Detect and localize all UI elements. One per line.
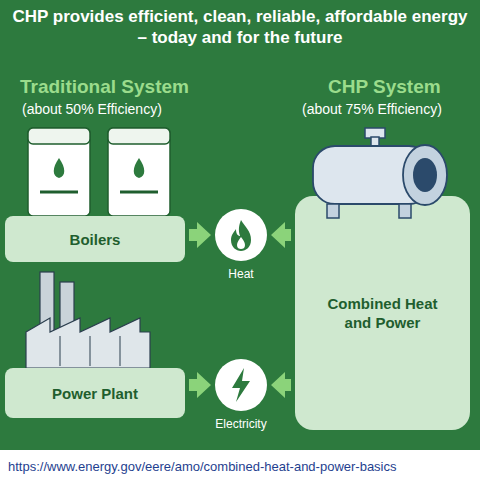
bolt-icon — [215, 359, 267, 411]
node-text: Power Plant — [52, 384, 138, 403]
node-text: Electricity — [185, 417, 297, 431]
process-box: Boilers — [5, 216, 185, 262]
process-box: Power Plant — [5, 368, 185, 418]
system-heading: CHP System — [328, 76, 441, 98]
block-arrow — [271, 222, 291, 248]
output-circle: Heat — [215, 209, 267, 261]
power-plant-icon — [26, 272, 150, 368]
efficiency-note: (about 50% Efficiency) — [22, 101, 162, 117]
process-box: Combined Heat and Power — [295, 196, 470, 430]
chp-engine-icon — [303, 124, 463, 224]
node-text: Combined Heat and Power — [323, 294, 443, 332]
title: CHP provides efficient, clean, reliable,… — [10, 6, 470, 48]
output-circle: Electricity — [215, 359, 267, 411]
caption-strip — [0, 450, 480, 483]
boiler-icon — [28, 128, 170, 216]
block-arrow — [189, 222, 211, 248]
efficiency-note: (about 75% Efficiency) — [302, 101, 442, 117]
flame-icon — [215, 209, 267, 261]
caption: https://www.energy.gov/eere/amo/combined… — [8, 459, 474, 474]
node-text: Heat — [185, 267, 297, 281]
block-arrow — [271, 372, 291, 398]
node-text: Boilers — [70, 230, 121, 249]
system-heading: Traditional System — [20, 76, 189, 98]
block-arrow — [189, 372, 211, 398]
